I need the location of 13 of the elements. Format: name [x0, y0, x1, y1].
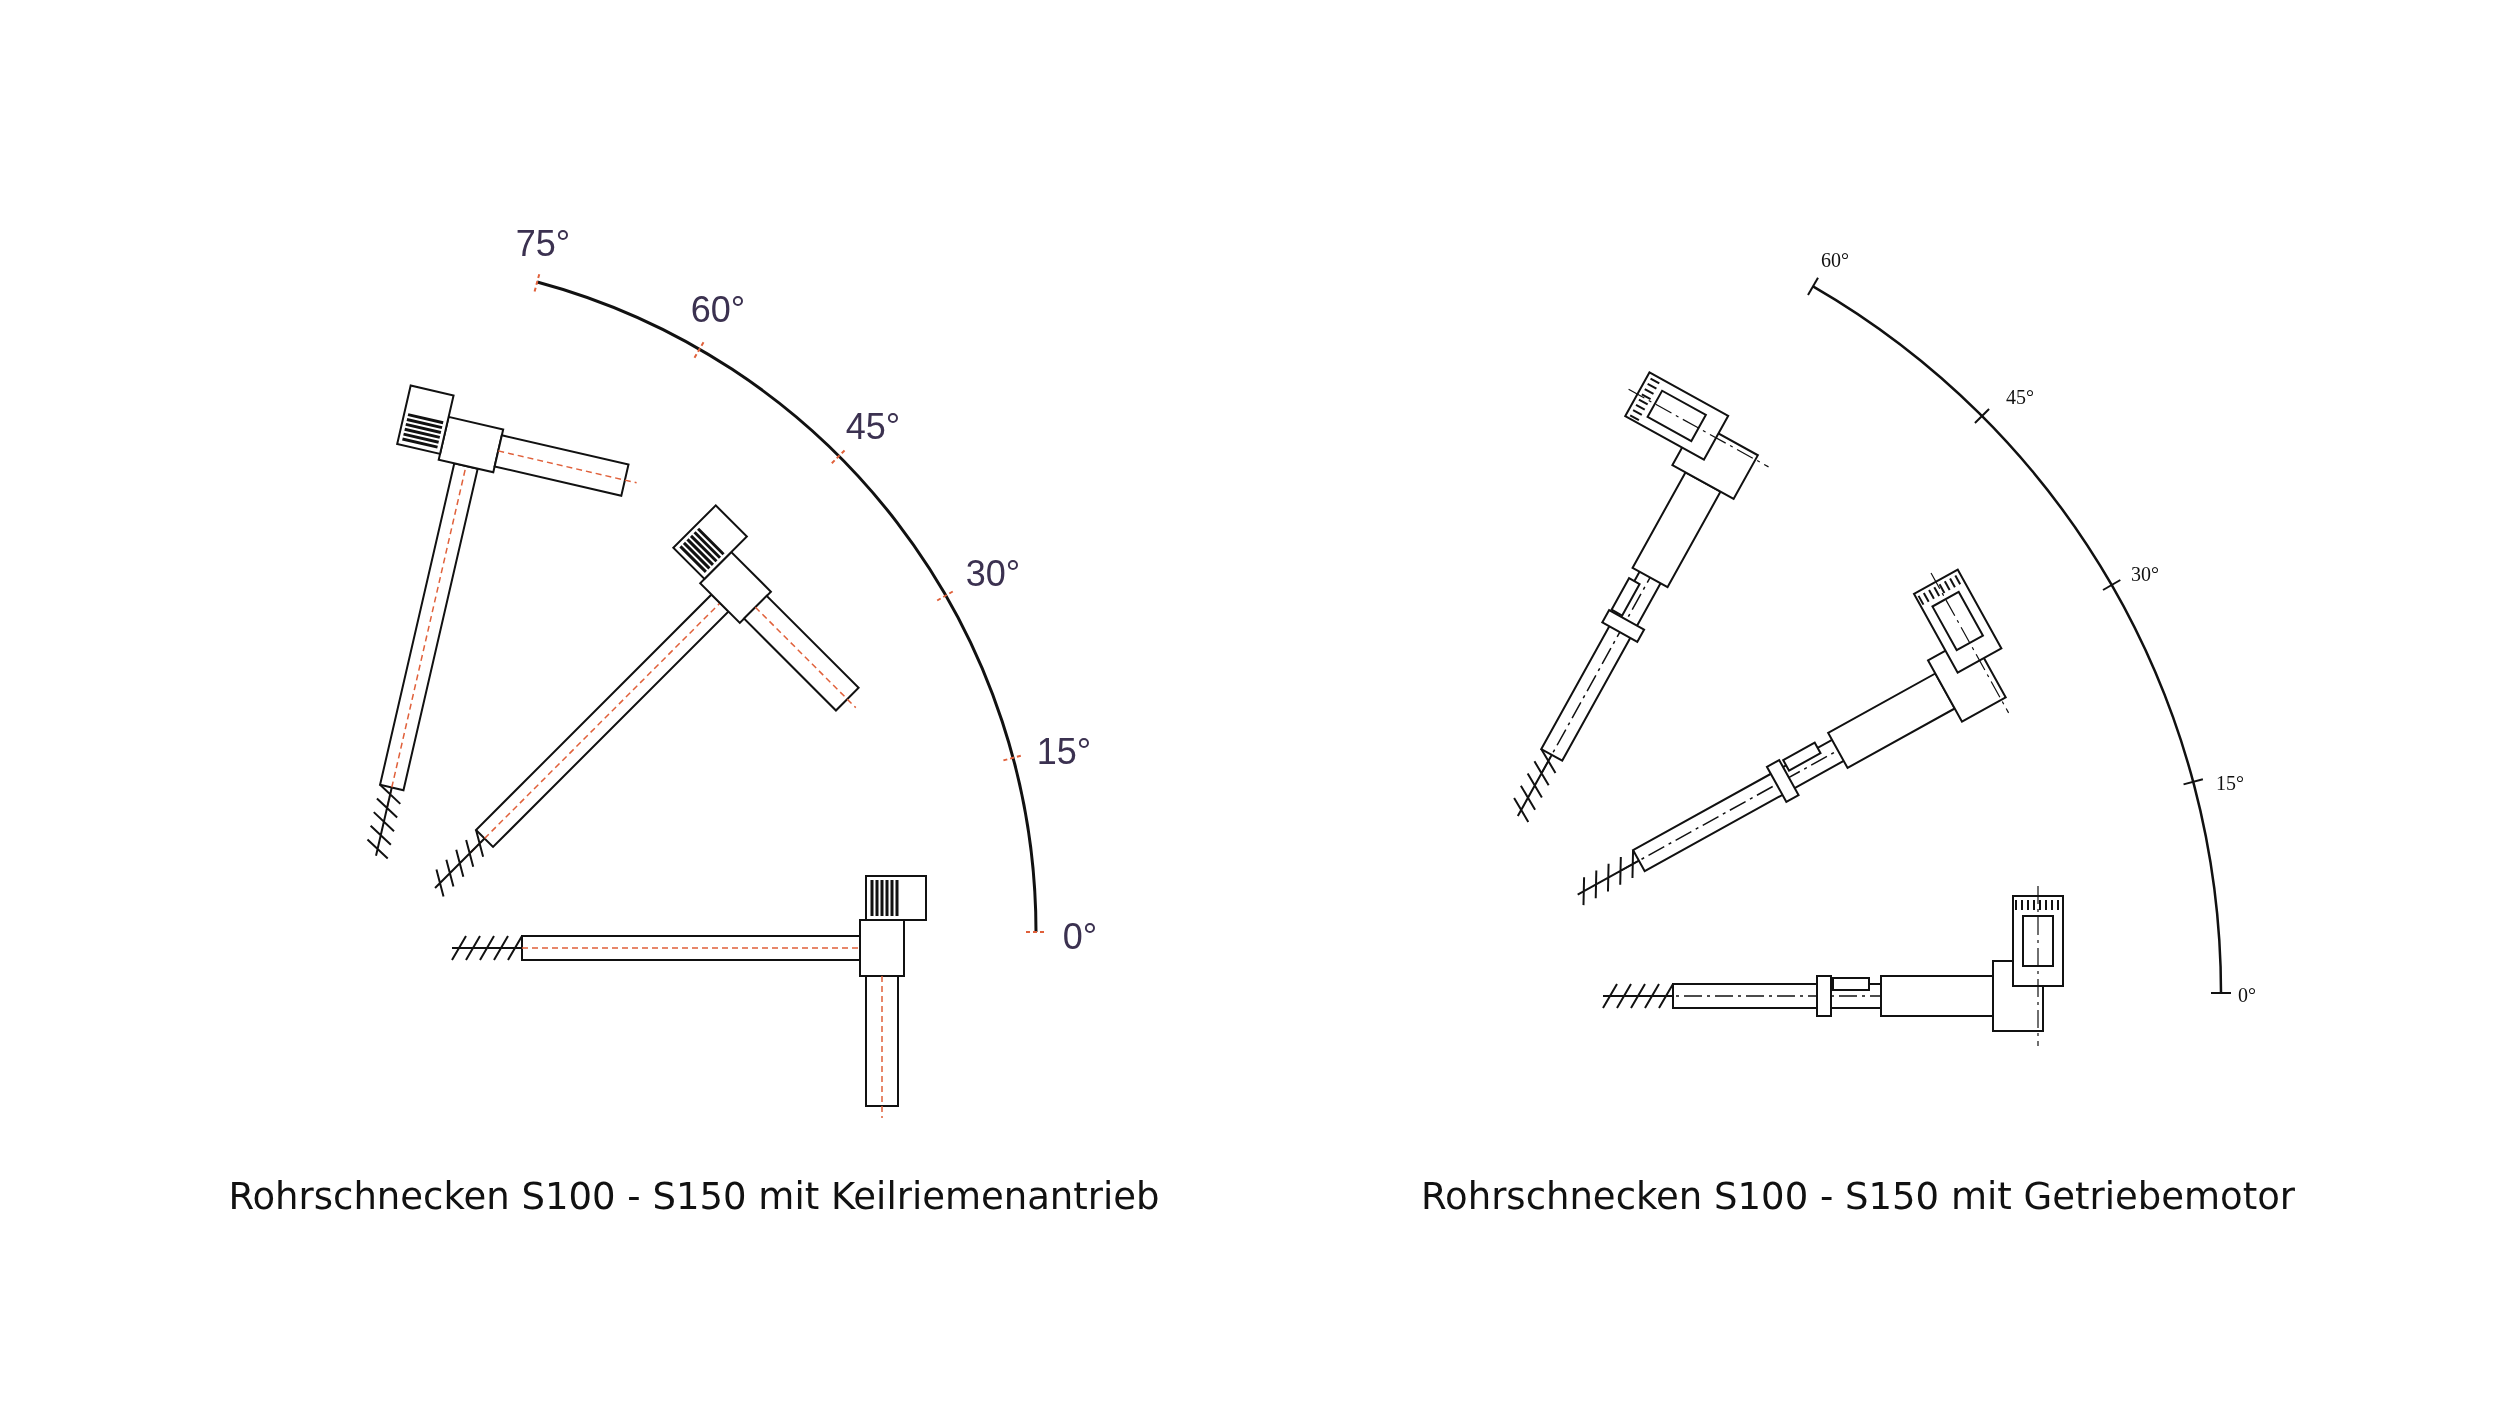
- angle-label: 75°: [515, 223, 571, 265]
- angle-label: 60°: [690, 289, 746, 331]
- caption: Rohrschnecken S100 - S150 mit Getriebemotor: [1421, 1174, 2295, 1218]
- angle-label: 45°: [845, 406, 901, 448]
- angle-label: 15°: [1036, 731, 1092, 773]
- angle-label: 60°: [1821, 248, 1849, 272]
- angle-label: 0°: [1062, 916, 1098, 958]
- caption: Rohrschnecken S100 - S150 mit Keilriemenantrieb: [228, 1174, 1160, 1218]
- angle-label: 30°: [965, 553, 1021, 595]
- angle-label: 0°: [2238, 983, 2256, 1007]
- angle-label: 15°: [2216, 771, 2244, 795]
- angle-label: 30°: [2131, 562, 2159, 586]
- angle-label: 45°: [2006, 385, 2034, 409]
